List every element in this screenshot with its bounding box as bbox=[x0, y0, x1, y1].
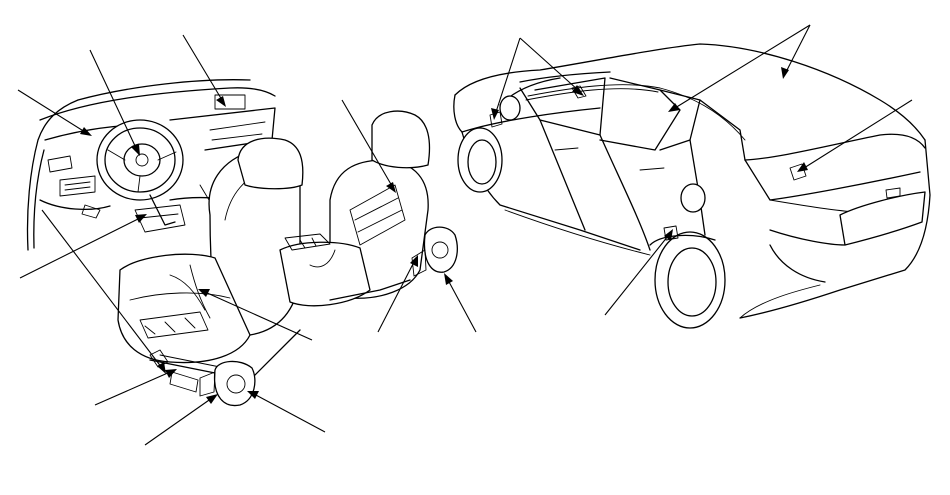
interior-leader-lines bbox=[17, 34, 477, 446]
leader-13 bbox=[519, 37, 579, 91]
leader-16 bbox=[803, 99, 913, 169]
leader-10 bbox=[94, 371, 171, 406]
rear-door-edge bbox=[599, 134, 651, 251]
leader-11 bbox=[144, 397, 213, 446]
center-console-dash bbox=[169, 107, 276, 151]
vehicle-exterior bbox=[453, 43, 931, 329]
leader-2 bbox=[89, 49, 137, 149]
door-edge bbox=[26, 99, 79, 251]
front-wheel bbox=[457, 127, 503, 193]
leader-8 bbox=[377, 261, 415, 333]
tail-light bbox=[839, 191, 926, 246]
leader-5 bbox=[19, 217, 141, 279]
trunk-lid bbox=[744, 133, 926, 161]
dashboard-top bbox=[39, 87, 276, 121]
leader-4 bbox=[341, 99, 393, 187]
leader-9 bbox=[447, 279, 477, 333]
floor-sensor-bracket bbox=[134, 204, 186, 233]
c-pillar bbox=[699, 99, 746, 161]
door-handles bbox=[554, 147, 665, 171]
rear-body bbox=[739, 139, 931, 319]
rear-side-sensor bbox=[789, 163, 807, 181]
leader-15 bbox=[785, 24, 811, 73]
passenger-seatbelt-tensioner bbox=[423, 226, 458, 273]
passenger-seat-cushion bbox=[279, 241, 371, 307]
passenger-headrest bbox=[371, 110, 431, 169]
leader-12 bbox=[495, 37, 521, 113]
driver-seat-cushion bbox=[117, 253, 251, 364]
leader-3 bbox=[182, 34, 223, 101]
driver-seatbelt-tensioner bbox=[213, 360, 256, 407]
leader-6 bbox=[41, 209, 163, 369]
passenger-airbag-module bbox=[214, 94, 246, 110]
roof-line bbox=[454, 43, 926, 141]
leader-12a bbox=[253, 393, 326, 433]
interior-cutaway bbox=[26, 79, 458, 407]
driver-headrest bbox=[237, 137, 304, 190]
fuel-door bbox=[680, 183, 706, 213]
rear-wheel bbox=[654, 231, 726, 329]
side-curtain-airbag bbox=[527, 84, 746, 141]
driver-airbag-module bbox=[123, 143, 161, 177]
side-mirror bbox=[499, 95, 521, 121]
leader-17 bbox=[604, 235, 669, 316]
leader-14 bbox=[674, 24, 811, 109]
buckle-switch bbox=[149, 349, 169, 368]
front-door-edge bbox=[539, 119, 586, 231]
leader-1 bbox=[17, 89, 86, 133]
front-side-airbag bbox=[189, 264, 211, 319]
leader-7 bbox=[204, 291, 313, 341]
exterior-leader-lines bbox=[491, 24, 913, 316]
